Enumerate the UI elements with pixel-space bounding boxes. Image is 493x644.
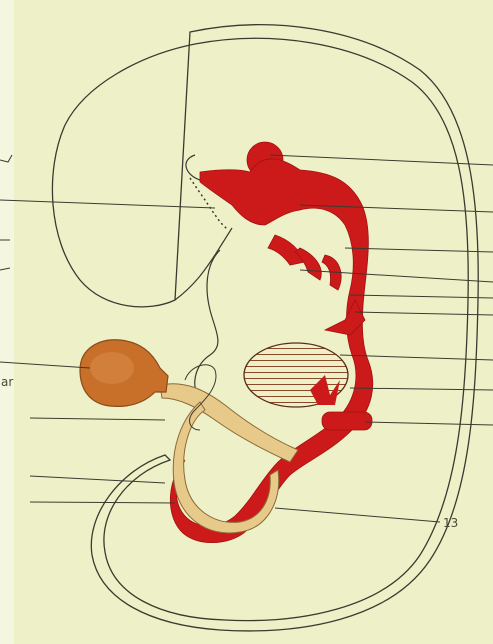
left-paper-strip — [0, 0, 14, 644]
label-ar-fragment: ar — [1, 375, 13, 389]
label-13: 13 — [443, 516, 458, 530]
yolk-highlight — [90, 352, 134, 384]
